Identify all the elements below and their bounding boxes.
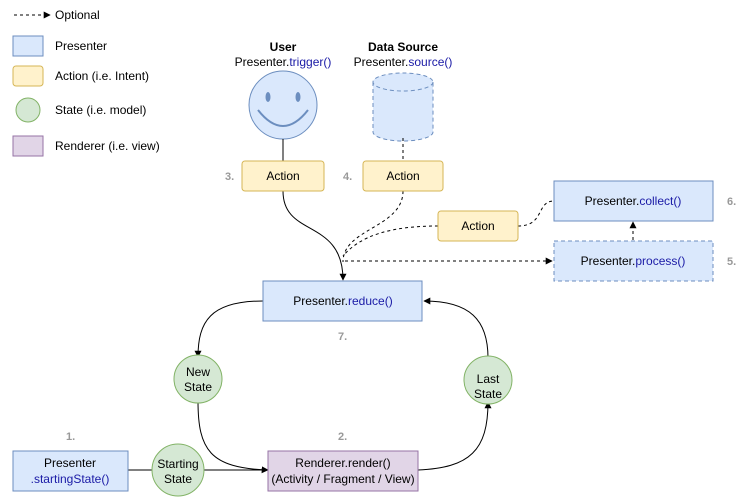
user-title: User	[270, 40, 297, 54]
step-4-label: 4.	[343, 171, 352, 183]
renderer-line1: Renderer.render()	[295, 456, 390, 470]
legend-renderer-label: Renderer (i.e. view)	[55, 139, 160, 153]
presenter-process-label: Presenter.process()	[581, 254, 686, 268]
presenter-collect-label: Presenter.collect()	[585, 194, 682, 208]
collected-action-box: Action	[437, 210, 519, 242]
legend-optional-label: Optional	[55, 8, 100, 22]
new-state-line2: State	[184, 380, 212, 394]
renderer-to-last-state-arrow	[417, 401, 492, 471]
step-numbers: 1. 2. 3. 4. 5. 6. 7.	[66, 171, 736, 443]
user-node: User Presenter.trigger()	[235, 40, 332, 140]
data-source-node: Data Source Presenter.source()	[354, 40, 453, 142]
starting-state-line2: State	[164, 472, 192, 486]
step-6-label: 6.	[727, 196, 736, 208]
renderer-box: Renderer.render() (Activity / Fragment /…	[267, 450, 419, 492]
last-state-line2: State	[474, 387, 502, 401]
state-swatch-icon	[15, 97, 41, 123]
last-state-to-reduce-arrow	[423, 297, 489, 359]
source-action-to-reduce-arrow	[342, 190, 404, 263]
legend-state-label: State (i.e. model)	[55, 103, 146, 117]
legend-state: State (i.e. model)	[15, 97, 146, 123]
presenter-collect-box: Presenter.collect()	[553, 180, 714, 222]
legend-action-label: Action (i.e. Intent)	[55, 69, 149, 83]
new-state-node: New State	[173, 354, 223, 404]
user-action-to-reduce-arrow	[282, 190, 347, 281]
presenter-process-box: Presenter.process()	[553, 240, 714, 282]
connectors	[128, 138, 637, 474]
starting-state-line1: Starting	[157, 457, 198, 471]
renderer-swatch-icon	[12, 135, 44, 157]
starting-state-node: Starting State	[151, 443, 205, 497]
last-state-node: Last State	[463, 355, 513, 405]
source-action-box: Action	[362, 160, 444, 192]
presenter-swatch-icon	[12, 35, 44, 57]
presenter-starting-line2: .startingState()	[31, 472, 110, 486]
user-action-label: Action	[266, 169, 299, 183]
presenter-reduce-label: Presenter.reduce()	[293, 294, 392, 308]
legend-action: Action (i.e. Intent)	[12, 65, 149, 87]
legend-presenter: Presenter	[12, 35, 107, 57]
database-cylinder-icon	[372, 72, 434, 142]
presenter-starting-state-box: Presenter .startingState()	[12, 450, 129, 492]
new-state-to-renderer-arrow	[197, 400, 269, 474]
step-3-label: 3.	[225, 171, 234, 183]
collect-to-action-line	[517, 200, 555, 227]
legend-renderer: Renderer (i.e. view)	[12, 135, 160, 157]
new-state-line1: New	[186, 365, 210, 379]
presenter-starting-line1: Presenter	[44, 456, 96, 470]
collected-action-to-reduce-arrow	[342, 225, 439, 257]
user-action-box: Action	[241, 160, 325, 192]
step-7-label: 7.	[338, 331, 347, 343]
legend-presenter-label: Presenter	[55, 39, 107, 53]
action-swatch-icon	[12, 65, 44, 87]
collected-action-label: Action	[461, 219, 494, 233]
last-state-line1: Last	[477, 372, 500, 386]
data-source-title: Data Source	[368, 40, 438, 54]
presenter-reduce-box: Presenter.reduce()	[262, 280, 423, 322]
data-source-method: Presenter.source()	[354, 55, 453, 69]
step-1-label: 1.	[66, 431, 75, 443]
legend: Optional Presenter Action (i.e. Intent) …	[12, 8, 160, 157]
step-5-label: 5.	[727, 256, 736, 268]
legend-optional: Optional	[14, 8, 100, 22]
source-action-label: Action	[386, 169, 419, 183]
renderer-line2: (Activity / Fragment / View)	[271, 472, 414, 486]
step-2-label: 2.	[338, 431, 347, 443]
user-method: Presenter.trigger()	[235, 55, 332, 69]
reduce-to-new-state-arrow	[194, 300, 264, 358]
smiley-face-icon	[248, 70, 318, 140]
